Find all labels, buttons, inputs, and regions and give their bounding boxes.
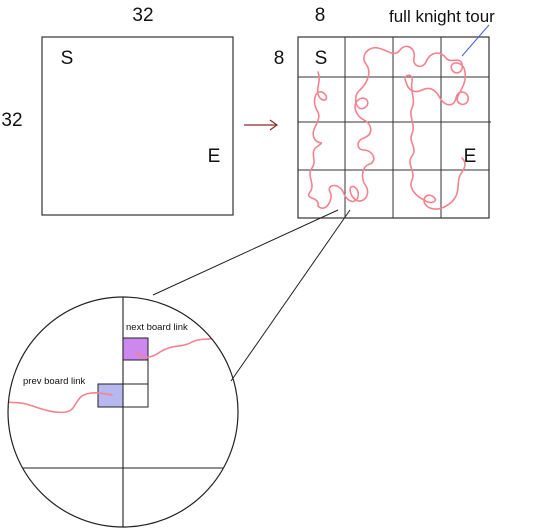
prev-board-link-label: prev board link xyxy=(23,376,86,387)
full-knight-tour-label: full knight tour xyxy=(389,7,495,26)
zoom-line-left xyxy=(152,209,339,296)
left-board-end-label: E xyxy=(208,146,221,167)
left-board-width-label: 32 xyxy=(132,5,153,26)
zoom-empty-cell-2 xyxy=(122,383,149,408)
arrow-head xyxy=(269,119,279,131)
zoom-tour-path-prev xyxy=(8,391,113,414)
left-board-frame xyxy=(41,36,234,216)
zoom-circle: next board link prev board link xyxy=(7,296,239,528)
left-board: 32 32 S E xyxy=(1,5,234,216)
zoom-empty-cell-1 xyxy=(122,359,149,385)
left-board-start-label: S xyxy=(61,48,74,69)
right-board-start-label: S xyxy=(315,48,328,69)
zoom-tour-path-next xyxy=(135,337,217,359)
tour-pointer-line xyxy=(461,24,490,57)
zoom-line-right xyxy=(230,209,351,382)
transform-arrow xyxy=(244,119,279,131)
right-board-width-label: 8 xyxy=(315,5,326,26)
right-board-height-label: 8 xyxy=(274,48,285,69)
right-board-end-label: E xyxy=(464,146,477,167)
right-board: 8 8 S E full knight tour xyxy=(274,5,495,219)
left-board-height-label: 32 xyxy=(1,110,22,131)
knight-tour-path xyxy=(307,45,469,210)
zoom-circle-outline xyxy=(7,296,239,528)
zoom-circle-content xyxy=(8,297,238,527)
next-board-link-label: next board link xyxy=(126,322,188,333)
